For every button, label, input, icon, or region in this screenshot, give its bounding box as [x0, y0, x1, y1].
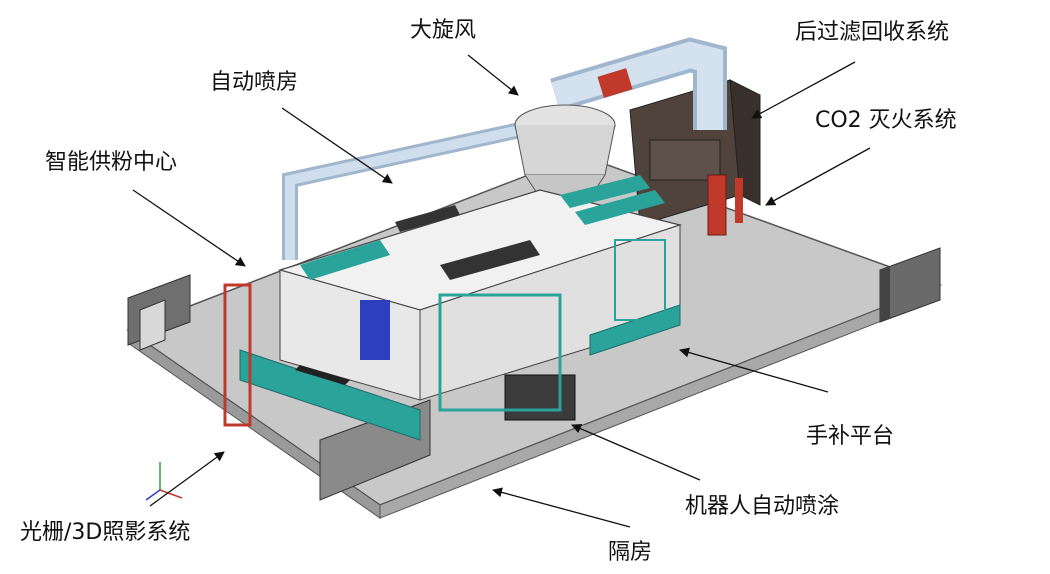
cyclone-unit	[514, 104, 616, 206]
label-robot-spray: 机器人自动喷涂	[685, 494, 840, 519]
label-auto-booth: 自动喷房	[210, 70, 299, 95]
axes-triad	[145, 462, 183, 501]
label-isolation-room: 隔房	[608, 540, 653, 565]
booth-line	[223, 175, 683, 441]
duct-system	[282, 37, 727, 260]
label-big-cyclone: 大旋风	[410, 18, 477, 43]
label-powder-center: 智能供粉中心	[45, 150, 178, 175]
label-co2-fire: CO2 灭火系统	[815, 108, 957, 133]
leader-arrows	[132, 54, 871, 528]
label-touchup: 手补平台	[806, 424, 895, 449]
label-post-filter: 后过滤回收系统	[795, 20, 950, 45]
label-light-grid: 光栅/3D照影系统	[20, 520, 191, 545]
